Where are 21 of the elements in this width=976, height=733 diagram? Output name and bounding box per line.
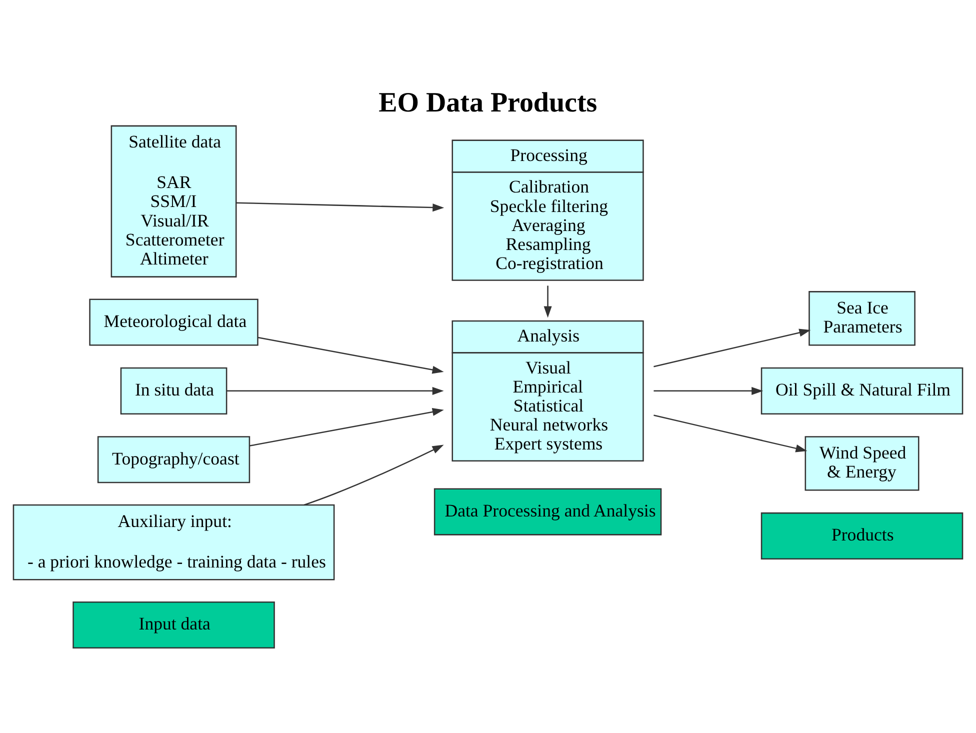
node-box: Topography/coast <box>97 436 250 484</box>
arrow <box>654 386 764 395</box>
arrow <box>250 408 444 446</box>
arrow <box>226 386 444 395</box>
node-box: Data Processing and Analysis <box>434 488 662 536</box>
arrow <box>544 286 552 318</box>
arrow <box>258 336 444 374</box>
arrow <box>304 444 444 506</box>
node-box: Products <box>760 512 964 560</box>
diagram-title: EO Data Products <box>378 87 598 118</box>
node-box: Meteorological data <box>89 298 258 346</box>
node-box: Satellite data SAR SSM/I Visual/IR Scatterometer Altimeter <box>110 125 237 278</box>
arrow <box>654 414 808 452</box>
node-box: Wind Speed & Energy <box>804 436 920 491</box>
node-box: Input data <box>72 601 275 649</box>
node-box: Auxiliary input: - a priori knowledge - training data - rules <box>12 504 335 580</box>
arrow <box>654 328 811 368</box>
node-box: In situ data <box>120 367 228 414</box>
arrow <box>236 202 444 212</box>
node-box: Sea Ice Parameters <box>808 291 916 346</box>
node-box: Oil Spill & Natural Film <box>760 367 964 414</box>
